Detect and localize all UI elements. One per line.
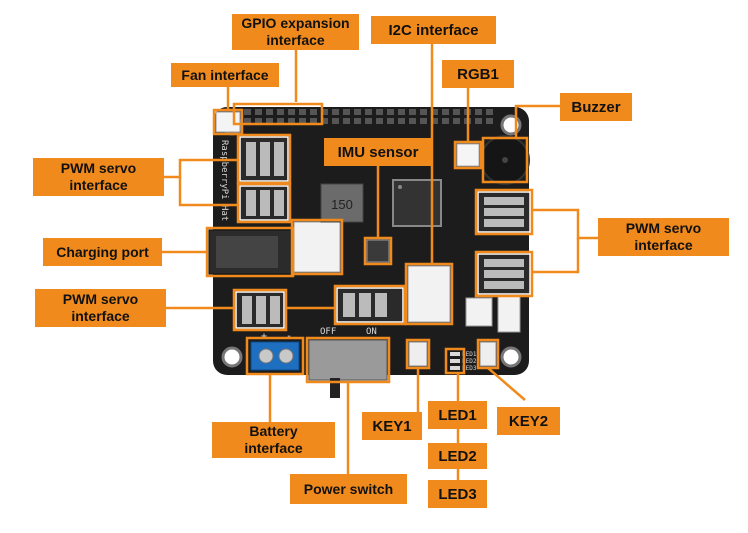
label-key1: KEY1 (362, 412, 422, 440)
imu-chip (367, 240, 389, 262)
gpio-pin (354, 109, 361, 115)
gpio-pin (266, 109, 273, 115)
servo-header-bottom-left (236, 292, 284, 328)
white-connector (408, 266, 450, 322)
label-imu: IMU sensor (324, 138, 432, 166)
gpio-pin (442, 118, 449, 124)
gpio-pin (376, 109, 383, 115)
label-gpio: GPIO expansion interface (232, 14, 359, 50)
gpio-pin (354, 118, 361, 124)
gpio-pin (255, 109, 262, 115)
label-rgb: RGB1 (442, 60, 514, 88)
servo-header-mid-left (240, 186, 288, 220)
white-connector (466, 298, 492, 326)
buzzer (481, 136, 529, 184)
label-charging: Charging port (43, 238, 162, 266)
mount-hole (502, 116, 520, 134)
label-buzzer: Buzzer (560, 93, 632, 121)
white-connector (498, 296, 520, 332)
label-pwm-bottom-left: PWM servo interface (35, 289, 166, 327)
servo-header-bottom-center (337, 288, 403, 322)
gpio-pin (244, 109, 251, 115)
leader-pwm-r (532, 210, 598, 238)
gpio-pin (486, 118, 493, 124)
mount-hole (502, 348, 520, 366)
silk-on: ON (366, 327, 377, 337)
gpio-pin (376, 118, 383, 124)
label-led3: LED3 (428, 480, 487, 508)
gpio-pin (365, 109, 372, 115)
charging-port (209, 230, 291, 274)
gpio-pin (332, 109, 339, 115)
gpio-pin (475, 109, 482, 115)
gpio-pin (387, 118, 394, 124)
gpio-pin (420, 109, 427, 115)
silk-plus: + (261, 331, 267, 342)
gpio-pin (409, 109, 416, 115)
gpio-pin (420, 118, 427, 124)
mount-hole (223, 348, 241, 366)
gpio-pin (453, 109, 460, 115)
label-fan: Fan interface (171, 63, 279, 87)
gpio-pin (442, 109, 449, 115)
label-power: Power switch (290, 474, 407, 504)
label-led2: LED2 (428, 443, 487, 469)
white-connector (294, 222, 340, 272)
gpio-pin (365, 118, 372, 124)
led3-smd (450, 366, 460, 370)
gpio-pin (398, 109, 405, 115)
gpio-pin (310, 109, 317, 115)
gpio-pin (453, 118, 460, 124)
servo-header-top-left (240, 137, 288, 181)
silk-minus: - (286, 331, 292, 342)
inductor: 150 (321, 184, 363, 222)
leader-pwm-r-2 (532, 238, 578, 272)
led1-smd (450, 352, 460, 356)
gpio-pin (486, 109, 493, 115)
inductor-code: 150 (331, 197, 353, 212)
servo-header-bottom-right (478, 254, 530, 294)
led2-smd (450, 359, 460, 363)
battery-terminal (251, 342, 299, 370)
key1-switch (409, 342, 427, 366)
key2-switch (480, 342, 496, 366)
gpio-pin (332, 118, 339, 124)
label-key2: KEY2 (497, 407, 560, 435)
gpio-pin (475, 118, 482, 124)
rgb-led (457, 144, 479, 166)
label-pwm-right: PWM servo interface (598, 218, 729, 256)
silk-side-text: RaspberryPi Hat (219, 140, 229, 221)
gpio-pin (343, 118, 350, 124)
silk-off: OFF (320, 327, 336, 337)
gpio-pin (387, 109, 394, 115)
fan-connector (216, 112, 240, 132)
label-led1: LED1 (428, 401, 487, 429)
label-pwm-top-left: PWM servo interface (33, 158, 164, 196)
label-i2c: I2C interface (371, 16, 496, 44)
gpio-pin (343, 109, 350, 115)
gpio-pin (288, 109, 295, 115)
gpio-pin (299, 109, 306, 115)
main-chip (393, 180, 441, 226)
gpio-pin (277, 109, 284, 115)
servo-header-top-right (478, 192, 530, 232)
gpio-pin (409, 118, 416, 124)
gpio-pin (398, 118, 405, 124)
label-battery: Battery interface (212, 422, 335, 458)
